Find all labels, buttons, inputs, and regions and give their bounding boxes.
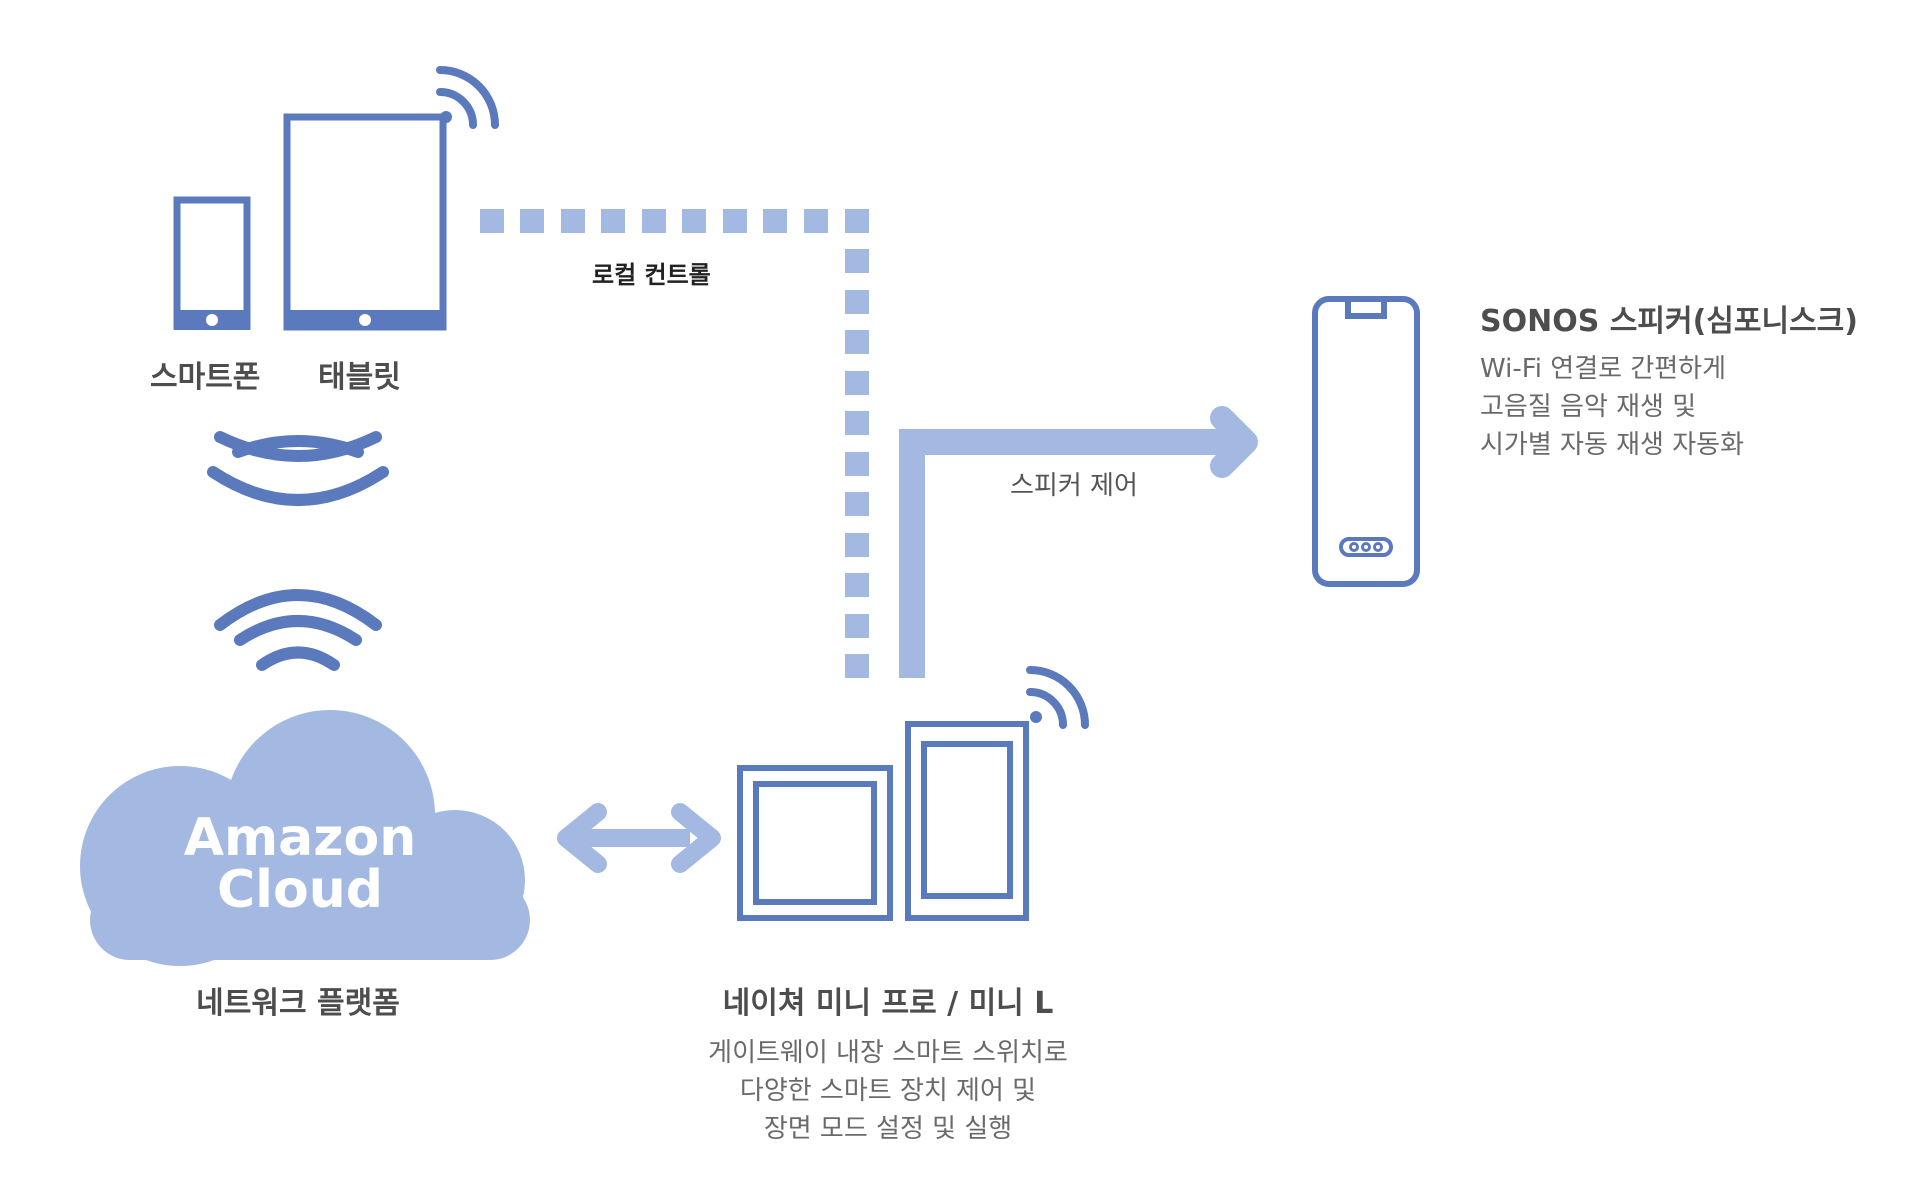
cloud-icon <box>80 710 530 966</box>
cloud-label-line2: Cloud <box>217 860 383 920</box>
wifi-down-icon <box>207 431 389 506</box>
smartphone-label: 스마트폰 <box>150 360 261 395</box>
sonos-desc: Wi-Fi 연결로 간편하게 고음질 음악 재생 및 시가별 자동 재생 자동화 <box>1480 350 1744 464</box>
sonos-desc-line2: 고음질 음악 재생 및 <box>1480 392 1697 422</box>
local-control-line <box>480 209 869 678</box>
speaker-icon <box>1312 296 1420 587</box>
local-control-label: 로컬 컨트롤 <box>592 261 711 289</box>
nature-mini-desc-line1: 게이트웨이 내장 스마트 스위치로 <box>708 1038 1068 1068</box>
cloud-label: Amazon Cloud <box>184 812 417 916</box>
wifi-up-icon <box>214 589 382 671</box>
smartphone-icon <box>173 196 251 330</box>
switch-icon <box>737 721 1029 921</box>
sonos-desc-line1: Wi-Fi 연결로 간편하게 <box>1480 354 1726 384</box>
speaker-control-label: 스피커 제어 <box>1010 471 1138 501</box>
sonos-desc-line3: 시가별 자동 재생 자동화 <box>1480 430 1744 460</box>
network-platform-label: 네트워크 플랫폼 <box>196 986 400 1021</box>
nature-mini-desc: 게이트웨이 내장 스마트 스위치로 다양한 스마트 장치 제어 및 장면 모드 … <box>708 1034 1068 1148</box>
double-arrow-icon <box>557 803 721 873</box>
nature-mini-desc-line2: 다양한 스마트 장치 제어 및 <box>739 1076 1037 1106</box>
nature-mini-desc-line3: 장면 모드 설정 및 실행 <box>763 1114 1013 1144</box>
sonos-title: SONOS 스피커(심포니스크) <box>1480 304 1858 339</box>
tablet-label: 태블릿 <box>318 360 401 395</box>
switch-wifi-icon <box>1026 666 1089 729</box>
cloud-label-line1: Amazon <box>183 808 417 868</box>
tablet-icon <box>283 113 447 331</box>
nature-mini-title: 네이쳐 미니 프로 / 미니 L <box>722 986 1054 1021</box>
speaker-control-arrow-icon <box>899 406 1258 678</box>
tablet-wifi-icon <box>436 66 499 129</box>
